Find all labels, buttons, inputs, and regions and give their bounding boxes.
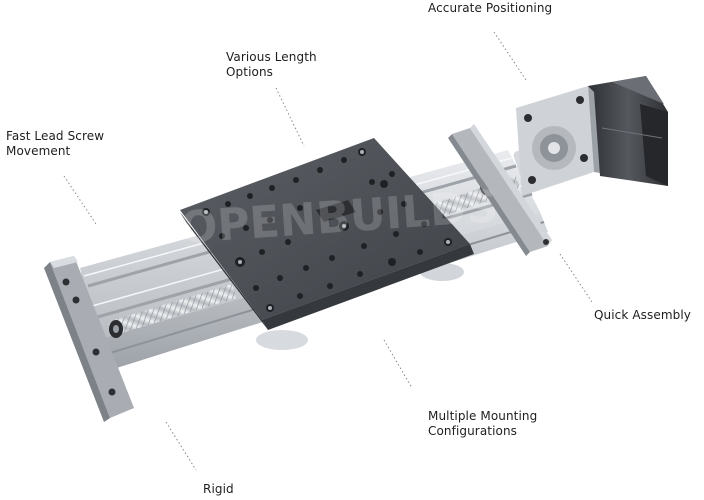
leader-various-length bbox=[275, 87, 305, 147]
callout-text-line-1: Multiple Mounting bbox=[428, 409, 538, 423]
callout-quick-assembly: Quick Assembly bbox=[594, 308, 691, 323]
leader-lines bbox=[63, 31, 593, 471]
callout-text-line-2: Options bbox=[226, 65, 274, 79]
callout-text-line-1: Fast Lead Screw bbox=[6, 129, 105, 143]
callout-rigid: Rigid bbox=[203, 482, 234, 497]
callout-text: Rigid bbox=[203, 482, 234, 496]
leader-rigid bbox=[165, 421, 197, 471]
callout-multiple-mounting: Multiple Mounting Configurations bbox=[428, 409, 537, 439]
callout-text: Quick Assembly bbox=[594, 308, 691, 322]
callout-text-line-1: Various Length bbox=[226, 50, 317, 64]
leader-fast-lead-screw bbox=[63, 175, 97, 225]
callout-accurate-positioning: Accurate Positioning bbox=[428, 1, 552, 16]
callout-fast-lead-screw: Fast Lead Screw Movement bbox=[6, 129, 104, 159]
leader-accurate-positioning bbox=[493, 31, 527, 81]
leader-multiple-mounting bbox=[383, 339, 413, 389]
left-end-plate bbox=[44, 256, 134, 422]
right-end-plate bbox=[448, 124, 552, 256]
callout-text-line-2: Configurations bbox=[428, 424, 518, 438]
gantry-plate bbox=[180, 138, 474, 350]
stepper-motor bbox=[516, 76, 668, 196]
callout-various-length: Various Length Options bbox=[226, 50, 317, 80]
leader-quick-assembly bbox=[559, 253, 593, 303]
callout-text-line-2: Movement bbox=[6, 144, 71, 158]
callout-text: Accurate Positioning bbox=[428, 1, 553, 15]
